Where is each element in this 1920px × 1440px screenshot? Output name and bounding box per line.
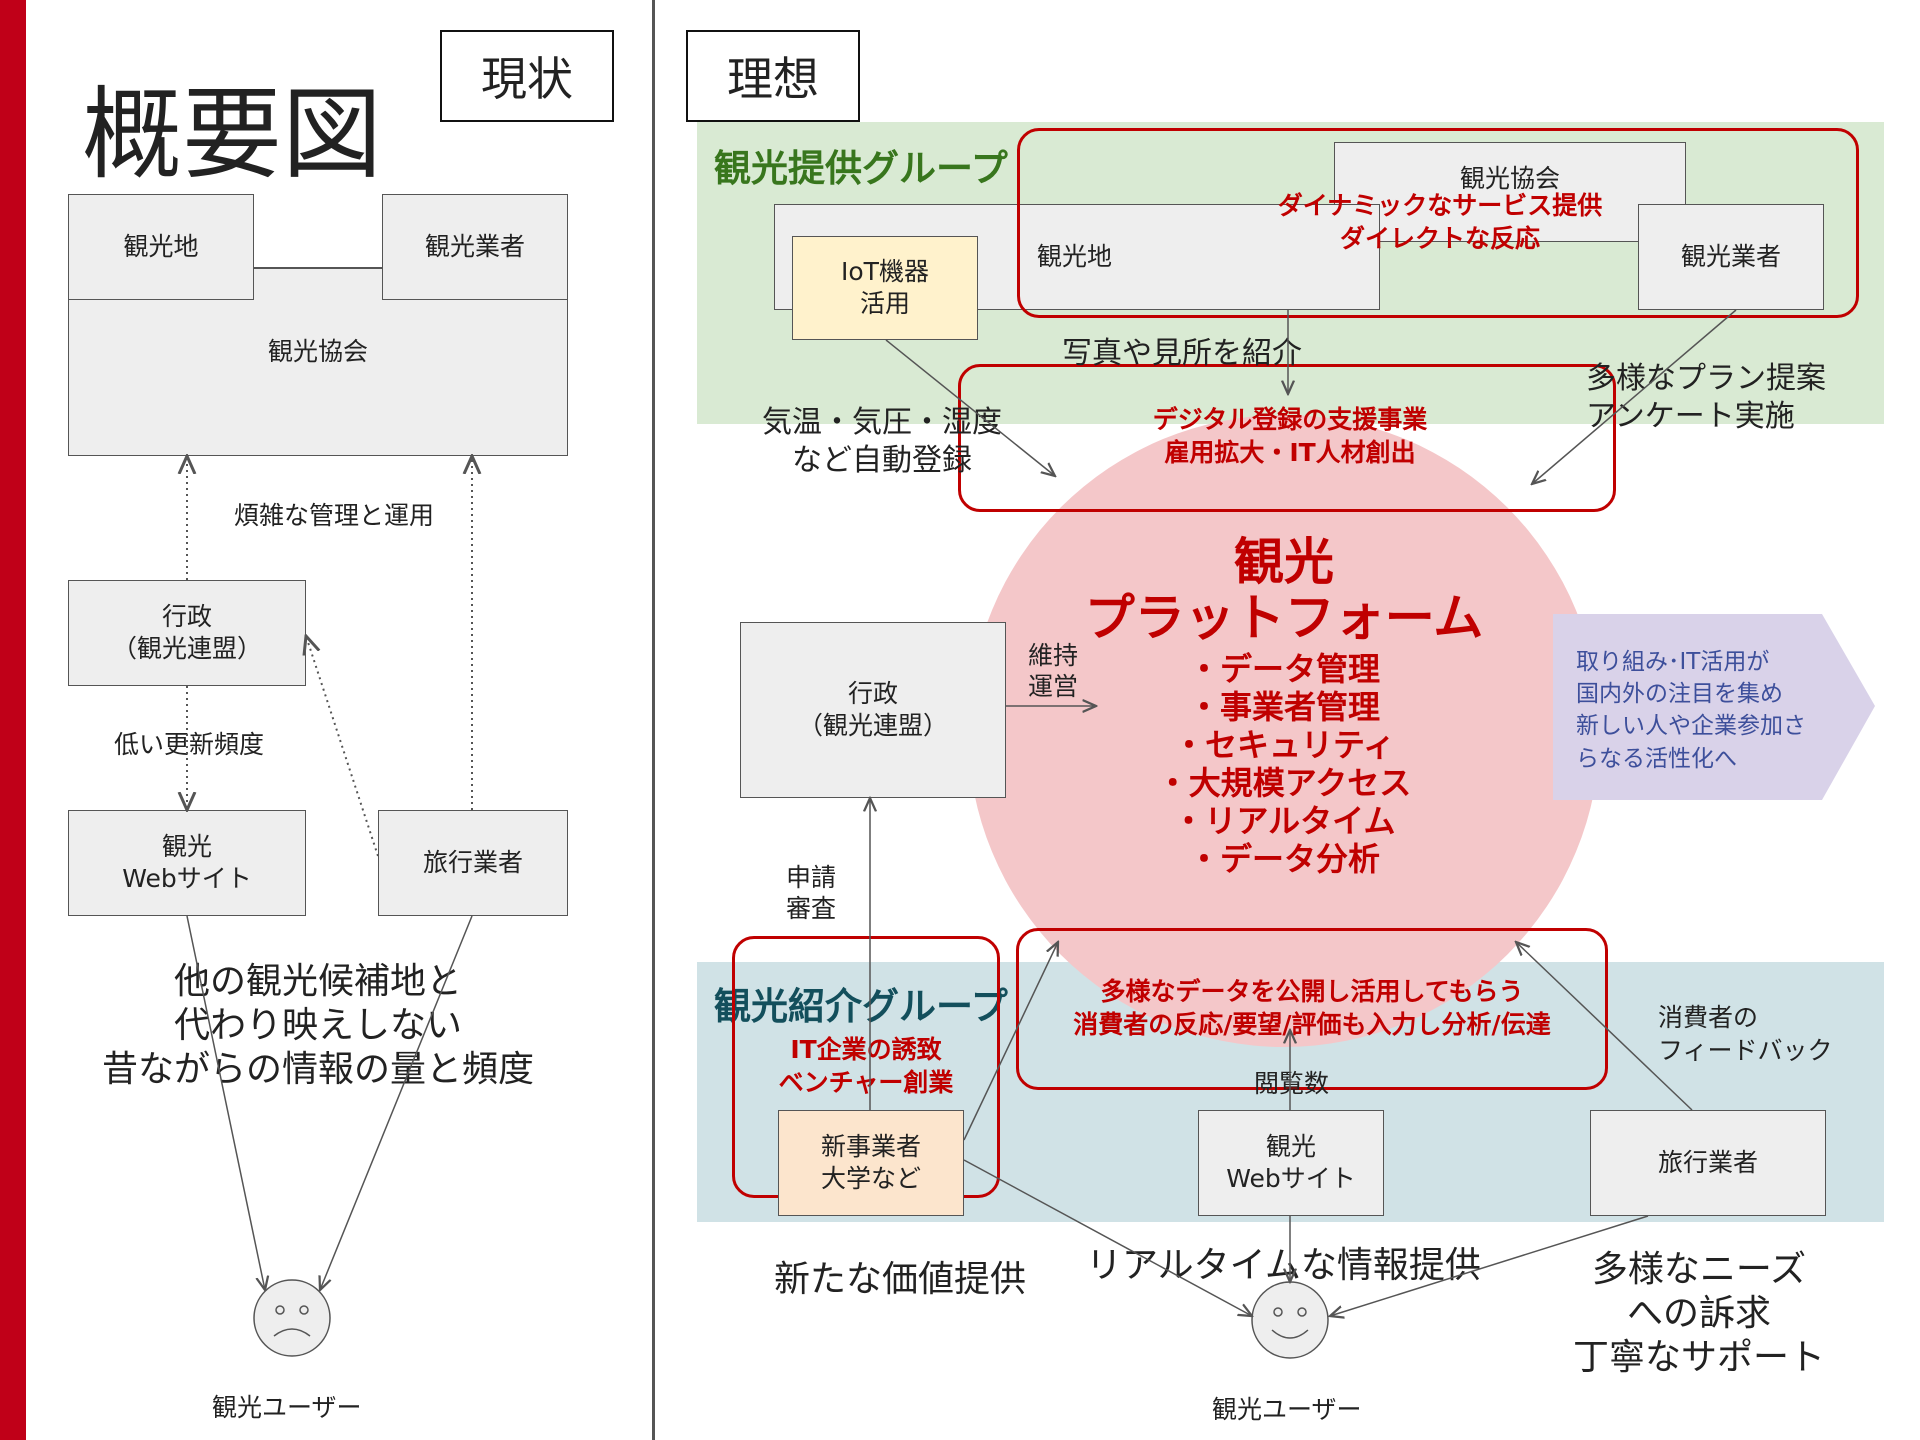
platform-item-realtime: ・リアルタイム [1172, 802, 1396, 840]
platform-feature-list: ・データ管理 ・事業者管理 ・セキュリティ ・大規模アクセス ・リアルタイム ・… [1094, 650, 1474, 878]
digital-support-text: デジタル登録の支援事業 雇用拡大・IT人材創出 [1152, 405, 1428, 467]
right-user-label: 観光ユーザー [1212, 1395, 1362, 1424]
platform-item-data-mgmt: ・データ管理 [1187, 650, 1380, 688]
left-operator-node: 観光業者 [382, 194, 568, 300]
platform-title: 観光 プラットフォーム [1084, 533, 1484, 647]
label-views: 閲覧数 [1254, 1069, 1330, 1098]
callout-text: 取り組み･IT活用が 国内外の注目を集め 新しい人や企業参加さ らなる活性化へ [1576, 649, 1806, 772]
platform-item-operator-mgmt: ・事業者管理 [1187, 688, 1380, 726]
label-low-update: 低い更新頻度 [114, 730, 265, 759]
it-invite-text: IT企業の誘致 ベンチャー創業 [778, 1035, 954, 1097]
sad-face-icon [253, 1279, 331, 1357]
label-maintain: 維持 運営 [1028, 641, 1079, 702]
label-apply: 申請 審査 [786, 863, 837, 924]
open-data-text: 多様なデータを公開し活用してもらう 消費者の反応/要望/評価も入力し分析/伝達 [1073, 977, 1551, 1039]
provider-group-label: 観光提供グループ [714, 147, 1008, 190]
right-association-label: 観光協会 [1459, 164, 1560, 193]
left-accent-bar [0, 0, 26, 1440]
right-operator-node: 観光業者 [1638, 204, 1824, 310]
platform-item-analysis: ・データ分析 [1187, 840, 1380, 878]
right-gov-node: 行政 （観光連盟） [740, 622, 1006, 798]
label-complex-management: 煩雑な管理と運用 [234, 501, 435, 530]
status-tag-current: 現状 [440, 30, 614, 122]
left-association-label: 観光協会 [267, 336, 368, 366]
label-problem: 他の観光候補地と 代わり映えしない 昔ながらの情報の量と頻度 [101, 961, 534, 1090]
platform-item-security: ・セキュリティ [1172, 726, 1396, 764]
left-gov-node: 行政 （観光連盟） [68, 580, 306, 686]
platform-circle [968, 415, 1600, 1047]
status-tag-ideal: 理想 [686, 30, 860, 122]
intro-group-label: 観光紹介グループ [714, 985, 1008, 1028]
right-spot-label: 観光地 [1037, 241, 1113, 271]
left-agency-node: 旅行業者 [378, 810, 568, 916]
dynamic-service-text: ダイナミックなサービス提供 ダイレクトな反応 [1277, 191, 1603, 253]
left-spot-node: 観光地 [68, 194, 254, 300]
platform-item-scale: ・大規模アクセス [1156, 764, 1412, 802]
label-photos: 写真や見所を紹介 [1062, 336, 1302, 371]
panel-divider [652, 0, 655, 1440]
dynamic-highlight [1017, 128, 1859, 318]
newbiz-node: 新事業者 大学など [778, 1110, 964, 1216]
left-connector-line [254, 267, 382, 269]
right-agency-node: 旅行業者 [1590, 1110, 1826, 1216]
iot-node: IoT機器 活用 [792, 236, 978, 340]
left-user-label: 観光ユーザー [212, 1393, 362, 1422]
right-association-node: 観光協会 [1334, 142, 1686, 242]
page-title: 概要図 [82, 76, 382, 193]
